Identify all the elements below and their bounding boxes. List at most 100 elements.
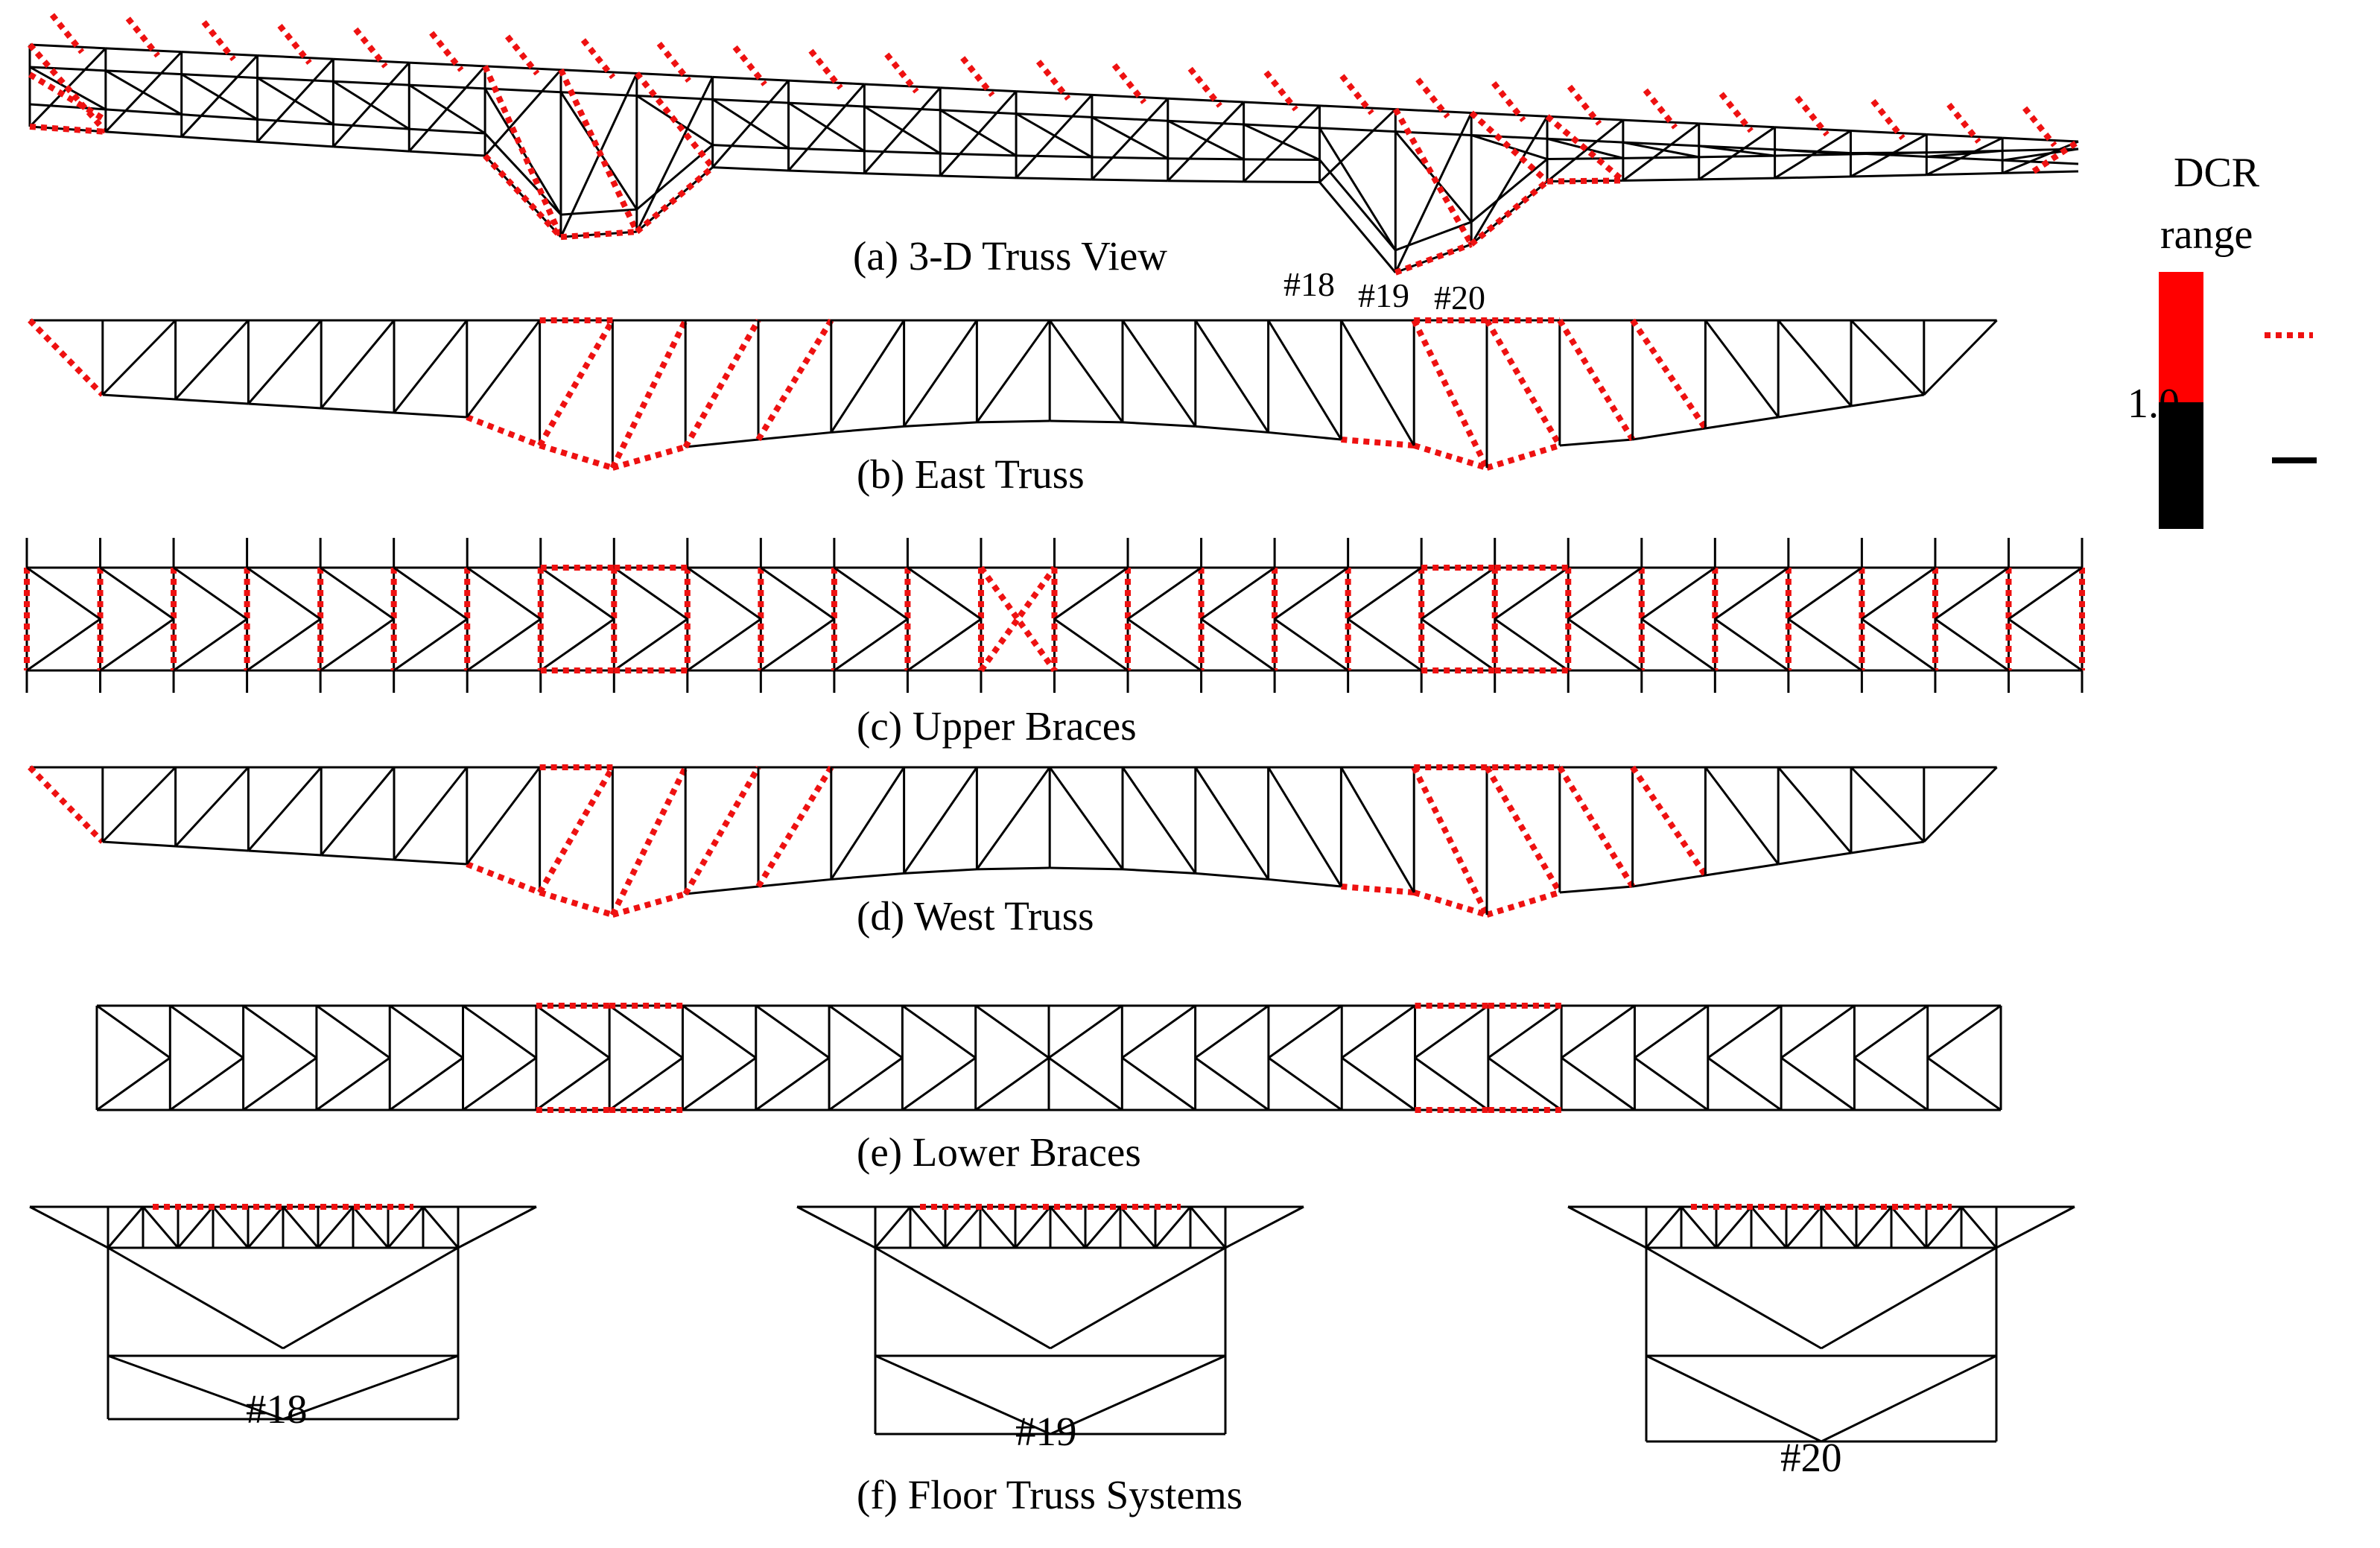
diagonal	[1048, 767, 1124, 870]
3d-member-overstressed	[560, 229, 638, 241]
floor-truss-label-20: #20	[1780, 1435, 1842, 1480]
panel-number-18: #18	[1283, 265, 1335, 303]
3d-top-chord	[1243, 101, 1320, 107]
bottom-chord	[1413, 889, 1488, 918]
bottom-chord	[175, 845, 249, 852]
diagonal	[320, 767, 396, 856]
k-brace	[173, 566, 248, 621]
k-brace	[2008, 566, 2083, 621]
3d-bottom-chord	[1091, 178, 1168, 183]
k-brace	[682, 1056, 757, 1111]
3d-upper-brace-overstressed	[808, 48, 843, 90]
3d-top-chord	[1167, 97, 1244, 104]
3d-diagonal	[1394, 112, 1473, 273]
3d-top-chord	[1016, 112, 1092, 118]
3d-top-chord	[940, 109, 1017, 115]
3d-top-chord	[2002, 159, 2079, 165]
k-brace	[1926, 1004, 2002, 1059]
floor-diagonal	[142, 1206, 180, 1249]
3d-bottom-chord	[1926, 171, 2003, 177]
k-brace	[1414, 1004, 1489, 1059]
k-brace	[1494, 618, 1570, 672]
k-brace	[1561, 1056, 1636, 1111]
k-brace	[389, 1056, 464, 1111]
3d-top-chord	[1698, 122, 1775, 129]
floor-diagonal	[1960, 1206, 1998, 1249]
k-brace	[1935, 566, 2010, 621]
legend-title-dcr: DCR	[2174, 150, 2260, 196]
bottom-chord	[466, 414, 542, 448]
bottom-chord	[1341, 884, 1415, 895]
3d-upper-brace-overstressed	[49, 13, 85, 54]
3d-upper-brace-overstressed	[1719, 92, 1754, 133]
k-brace	[1561, 1004, 1636, 1059]
3d-diagonal	[1774, 148, 1851, 156]
3d-top-chord	[333, 80, 410, 86]
3d-top-chord	[788, 101, 865, 108]
3d-bottom-chord	[1243, 180, 1320, 184]
diagonal	[1557, 318, 1636, 442]
k-brace	[1048, 1056, 1123, 1111]
diagonal	[174, 766, 250, 848]
truss-3d-view	[27, 13, 2081, 276]
diagonal	[393, 767, 468, 860]
k-brace	[834, 566, 909, 621]
3d-diagonal	[711, 80, 790, 168]
k-brace	[1640, 618, 1716, 672]
3d-member-overstressed	[1394, 241, 1473, 276]
floor-diagonal	[107, 1206, 145, 1249]
bottom-chord	[612, 891, 687, 918]
floor-diagonal	[1646, 1246, 1822, 1350]
bottom-chord	[175, 398, 249, 405]
k-brace	[901, 1004, 977, 1059]
upper-braces	[24, 538, 2085, 693]
3d-upper-brace-overstressed	[884, 52, 919, 94]
3d-end-overstressed	[2031, 139, 2081, 174]
3d-diagonal	[787, 83, 866, 171]
west-truss	[28, 764, 1998, 918]
3d-bottom-chord	[1622, 156, 1699, 159]
k-brace	[760, 566, 835, 621]
diagonal	[1704, 767, 1780, 865]
3d-bottom-chord	[181, 136, 258, 143]
k-brace	[96, 1004, 171, 1059]
caption-east-truss: (b) East Truss	[857, 451, 1085, 497]
bottom-chord	[1850, 840, 1925, 854]
caption-3d-truss-view: (a) 3-D Truss View	[853, 233, 1167, 279]
k-brace	[1341, 1056, 1416, 1111]
legend-title-range: range	[2160, 212, 2253, 258]
k-brace	[466, 566, 542, 621]
bottom-chord	[539, 889, 614, 918]
3d-upper-brace-overstressed	[1415, 77, 1450, 119]
3d-upper-brace-overstressed	[1567, 84, 1602, 126]
3d-upper-brace-overstressed	[353, 27, 388, 69]
k-brace	[26, 618, 101, 672]
floor-diagonal	[1680, 1206, 1718, 1249]
lower-braces	[95, 1003, 2002, 1113]
3d-member-overstressed	[558, 69, 640, 233]
3d-bottom-chord	[1318, 181, 1397, 273]
3d-top-chord	[1319, 104, 1396, 111]
k-brace	[1935, 618, 2010, 672]
k-brace	[1487, 1056, 1563, 1111]
k-brace	[974, 1056, 1050, 1111]
3d-top-chord	[485, 65, 562, 72]
3d-diagonal	[1167, 101, 1245, 182]
bottom-chord	[685, 885, 759, 895]
3d-top-chord	[636, 95, 713, 101]
3d-upper-brace-overstressed	[1491, 80, 1526, 122]
floor-end	[29, 1205, 109, 1249]
k-brace	[1780, 1056, 1856, 1111]
k-brace	[1121, 1004, 1196, 1059]
bottom-chord	[1850, 393, 1925, 407]
diagonal	[537, 765, 615, 895]
k-brace	[242, 1004, 317, 1059]
floor-diagonal	[1049, 1206, 1087, 1249]
k-brace	[1274, 618, 1349, 672]
floor-diagonal	[107, 1246, 284, 1350]
3d-diagonal	[104, 51, 183, 133]
k-brace	[1121, 1056, 1196, 1111]
k-brace	[1567, 566, 1643, 621]
bottom-chord	[1268, 431, 1342, 441]
